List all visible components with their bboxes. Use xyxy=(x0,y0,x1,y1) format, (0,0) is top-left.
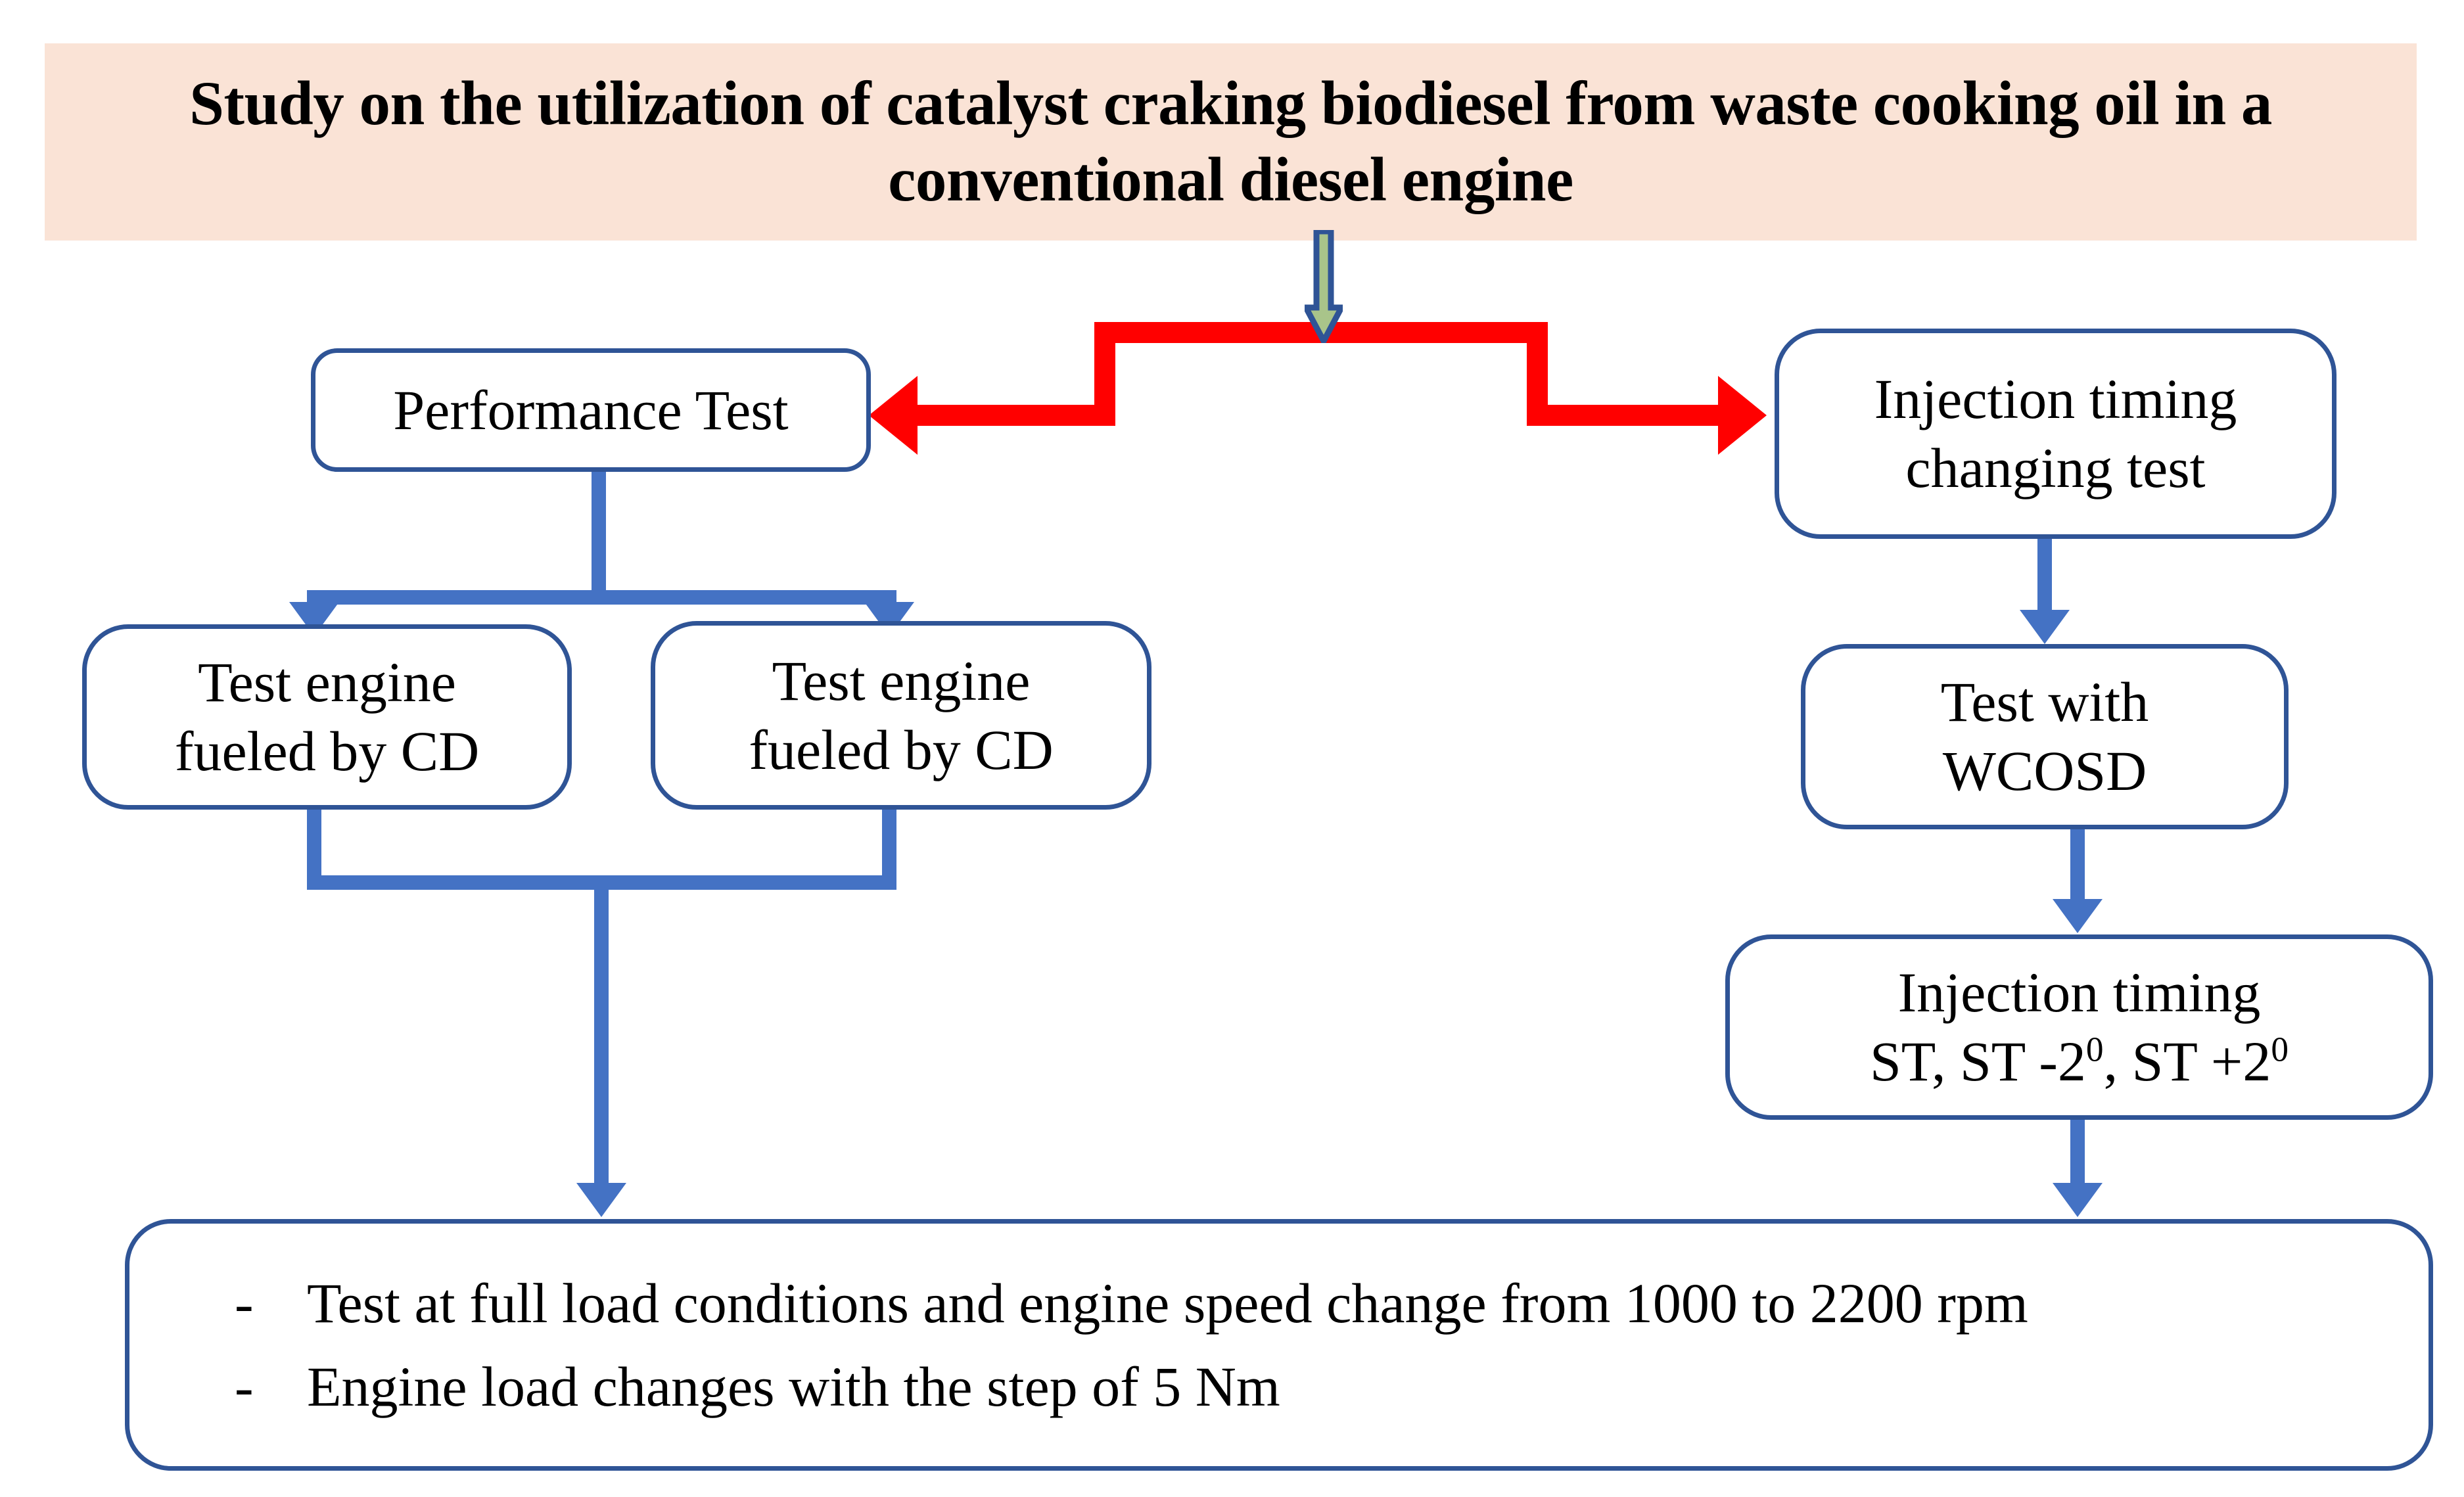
node-test-conditions[interactable]: - Test at full load conditions and engin… xyxy=(125,1219,2433,1471)
bottom-bullet-1-text: Test at full load conditions and engine … xyxy=(307,1271,2028,1335)
injection-values-mid: , ST +2 xyxy=(2103,1030,2271,1093)
blue-arrow-down-to-wcosd-icon xyxy=(2020,610,2070,644)
node-injection-test-line2: changing test xyxy=(1905,436,2206,499)
degree-superscript-2: 0 xyxy=(2271,1029,2289,1069)
blue-connector-injection-to-wcosd xyxy=(2037,539,2052,612)
bottom-bullet-2-text: Engine load changes with the step of 5 N… xyxy=(307,1354,1280,1418)
list-item: - Engine load changes with the step of 5… xyxy=(235,1354,2429,1418)
bullet-marker-1: - xyxy=(235,1271,254,1335)
node-performance-test[interactable]: Performance Test xyxy=(311,348,871,472)
node-injection-timing-changing-test[interactable]: Injection timing changing test xyxy=(1775,329,2336,539)
node-test-engine-fueled-by-cd-left[interactable]: Test engine fueled by CD xyxy=(82,624,572,810)
blue-connector-cd-left-drop xyxy=(307,810,321,882)
blue-arrow-down-to-values-icon xyxy=(2053,899,2103,933)
node-injection-values-line2: ST, ST -20, ST +20 xyxy=(1870,1030,2289,1093)
red-arrow-right-icon xyxy=(1718,376,1767,455)
page-title: Study on the utilization of catalyst cra… xyxy=(189,68,2272,214)
node-performance-test-label: Performance Test xyxy=(393,378,789,442)
list-item: - Test at full load conditions and engin… xyxy=(235,1272,2429,1335)
node-cd-left-line2: fueled by CD xyxy=(174,720,480,783)
title-banner: Study on the utilization of catalyst cra… xyxy=(45,43,2417,241)
red-arrow-left-icon xyxy=(869,376,918,455)
blue-connector-values-to-bottom xyxy=(2070,1120,2085,1186)
node-test-with-wcosd[interactable]: Test with WCOSD xyxy=(1801,644,2289,829)
node-cd-left-line1: Test engine xyxy=(198,651,456,714)
blue-arrow-down-to-bottom-right-icon xyxy=(2053,1183,2103,1217)
injection-values-prefix: ST, ST -2 xyxy=(1869,1030,2086,1093)
blue-connector-perf-split-bar xyxy=(307,590,896,605)
bullet-marker-2: - xyxy=(235,1354,254,1418)
red-connector-left-horizontal xyxy=(914,405,1111,426)
node-injection-timing-values[interactable]: Injection timing ST, ST -20, ST +20 xyxy=(1725,934,2433,1120)
blue-connector-cd-right-drop xyxy=(882,810,896,882)
node-cd-right-line2: fueled by CD xyxy=(749,718,1054,781)
degree-superscript-1: 0 xyxy=(2085,1029,2104,1069)
node-cd-right-line1: Test engine xyxy=(772,649,1031,712)
node-injection-values-line1: Injection timing xyxy=(1897,961,2261,1025)
red-connector-right-horizontal xyxy=(1531,405,1722,426)
node-wcosd-line1: Test with xyxy=(1940,670,2149,734)
blue-connector-wcosd-to-values xyxy=(2070,829,2085,902)
node-wcosd-line2: WCOSD xyxy=(1942,739,2147,802)
blue-arrow-down-to-bottom-left-icon xyxy=(576,1183,626,1217)
title-down-arrow-icon xyxy=(1301,228,1347,348)
blue-connector-perf-stem xyxy=(592,472,606,597)
node-injection-test-line1: Injection timing xyxy=(1874,367,2237,431)
node-test-engine-fueled-by-cd-right[interactable]: Test engine fueled by CD xyxy=(651,621,1151,810)
blue-connector-cd-merge-stem xyxy=(594,875,609,1184)
